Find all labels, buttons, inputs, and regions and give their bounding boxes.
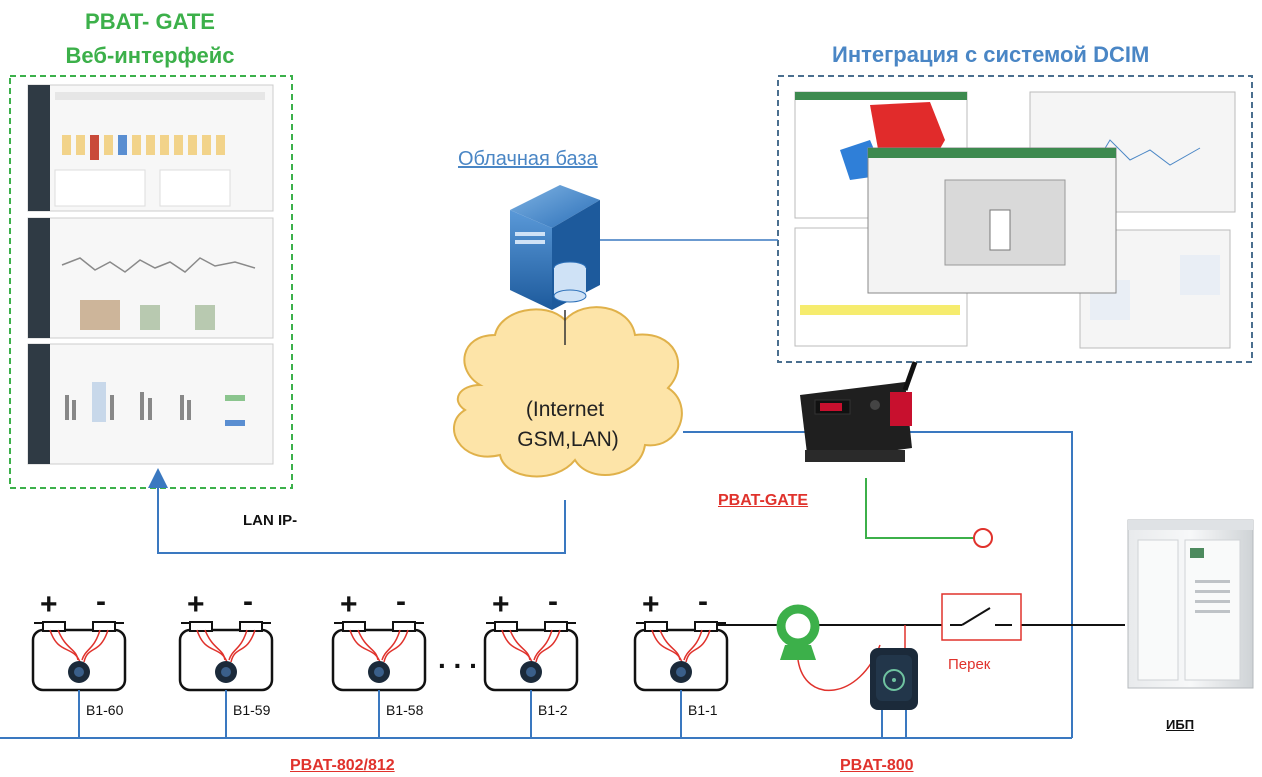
battery-label: B1-59 xyxy=(233,702,271,718)
pbat-800-label: PBAT-800 xyxy=(840,757,914,774)
ellipsis: . . . xyxy=(438,643,477,674)
dcim-title: Интеграция с системой DCIM xyxy=(832,42,1150,67)
battery xyxy=(178,621,274,738)
pbat-gate-device xyxy=(800,361,918,462)
internet-label-line2: GSM,LAN) xyxy=(517,428,619,451)
current-sensor-icon xyxy=(776,604,820,660)
internet-cloud xyxy=(453,306,683,478)
switch-box xyxy=(941,593,1022,641)
battery-minus-sign: - xyxy=(698,585,708,618)
lan-ip-label: LAN IP- xyxy=(243,512,298,529)
server-icon xyxy=(510,185,600,310)
cloud-db-label: Облачная база xyxy=(458,148,598,170)
battery-minus-sign: - xyxy=(396,585,406,618)
battery-label: B1-1 xyxy=(688,702,718,718)
dcim-screens xyxy=(794,91,1236,349)
battery xyxy=(633,621,729,738)
switch-label: Перек xyxy=(948,656,991,673)
web-title-line1: PBAT- GATE xyxy=(85,9,215,34)
battery-label: B1-60 xyxy=(86,702,124,718)
battery-plus-sign: + xyxy=(492,588,510,621)
ups-label: ИБП xyxy=(1166,717,1195,732)
battery-minus-sign: - xyxy=(96,585,106,618)
battery xyxy=(331,621,427,738)
battery-plus-sign: + xyxy=(642,588,660,621)
battery-plus-sign: + xyxy=(340,588,358,621)
web-screens xyxy=(27,84,274,465)
battery-label: B1-2 xyxy=(538,702,568,718)
pbat-gate-label: PBAT-GATE xyxy=(718,492,809,509)
battery-plus-sign: + xyxy=(40,588,58,621)
battery-minus-sign: - xyxy=(243,585,253,618)
internet-label-line1: (Internet xyxy=(525,398,605,421)
battery xyxy=(31,621,127,738)
battery-plus-sign: + xyxy=(187,588,205,621)
web-frame xyxy=(9,75,293,489)
battery xyxy=(483,621,579,738)
battery-minus-sign: - xyxy=(548,585,558,618)
battery-label: B1-58 xyxy=(386,702,424,718)
web-title-line2: Веб-интерфейс xyxy=(65,43,235,68)
ups-cabinet xyxy=(1127,519,1254,689)
pbat-800-device xyxy=(870,648,918,710)
pbat-802-label: PBAT-802/812 xyxy=(290,757,395,774)
